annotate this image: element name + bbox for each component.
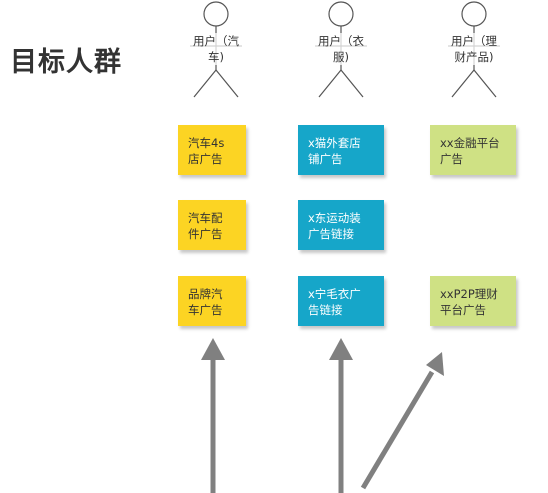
actor-user-car: 用户（汽 车) [156, 0, 276, 100]
arrow-up-icon [329, 338, 353, 493]
note-brand-car-ad: 品牌汽 车广告 [178, 276, 246, 326]
actor-label: 用户（理 财产品) [436, 33, 512, 65]
arrow-diagonal-icon [360, 352, 444, 490]
stick-figure-icon [190, 1, 242, 98]
actor-label: 用户（汽 车) [178, 33, 254, 65]
note-finance-platform-ad: xx金融平台 广告 [430, 125, 516, 175]
note-sweater-ad: x宁毛衣广 告链接 [298, 276, 384, 326]
arrow-up-icon [201, 338, 225, 493]
note-p2p-platform-ad: xxP2P理财 平台广告 [430, 276, 516, 326]
note-car-4s-ad: 汽车4s 店广告 [178, 125, 246, 175]
note-car-parts-ad: 汽车配 件广告 [178, 200, 246, 250]
page-title: 目标人群 [10, 47, 122, 78]
note-sportswear-ad: x东运动装 广告链接 [298, 200, 384, 250]
actor-user-finance: 用户（理 财产品) [414, 0, 534, 100]
actor-user-clothing: 用户（衣 服) [281, 0, 401, 100]
actor-label: 用户（衣 服) [303, 33, 379, 65]
note-coat-shop-ad: x猫外套店 铺广告 [298, 125, 384, 175]
